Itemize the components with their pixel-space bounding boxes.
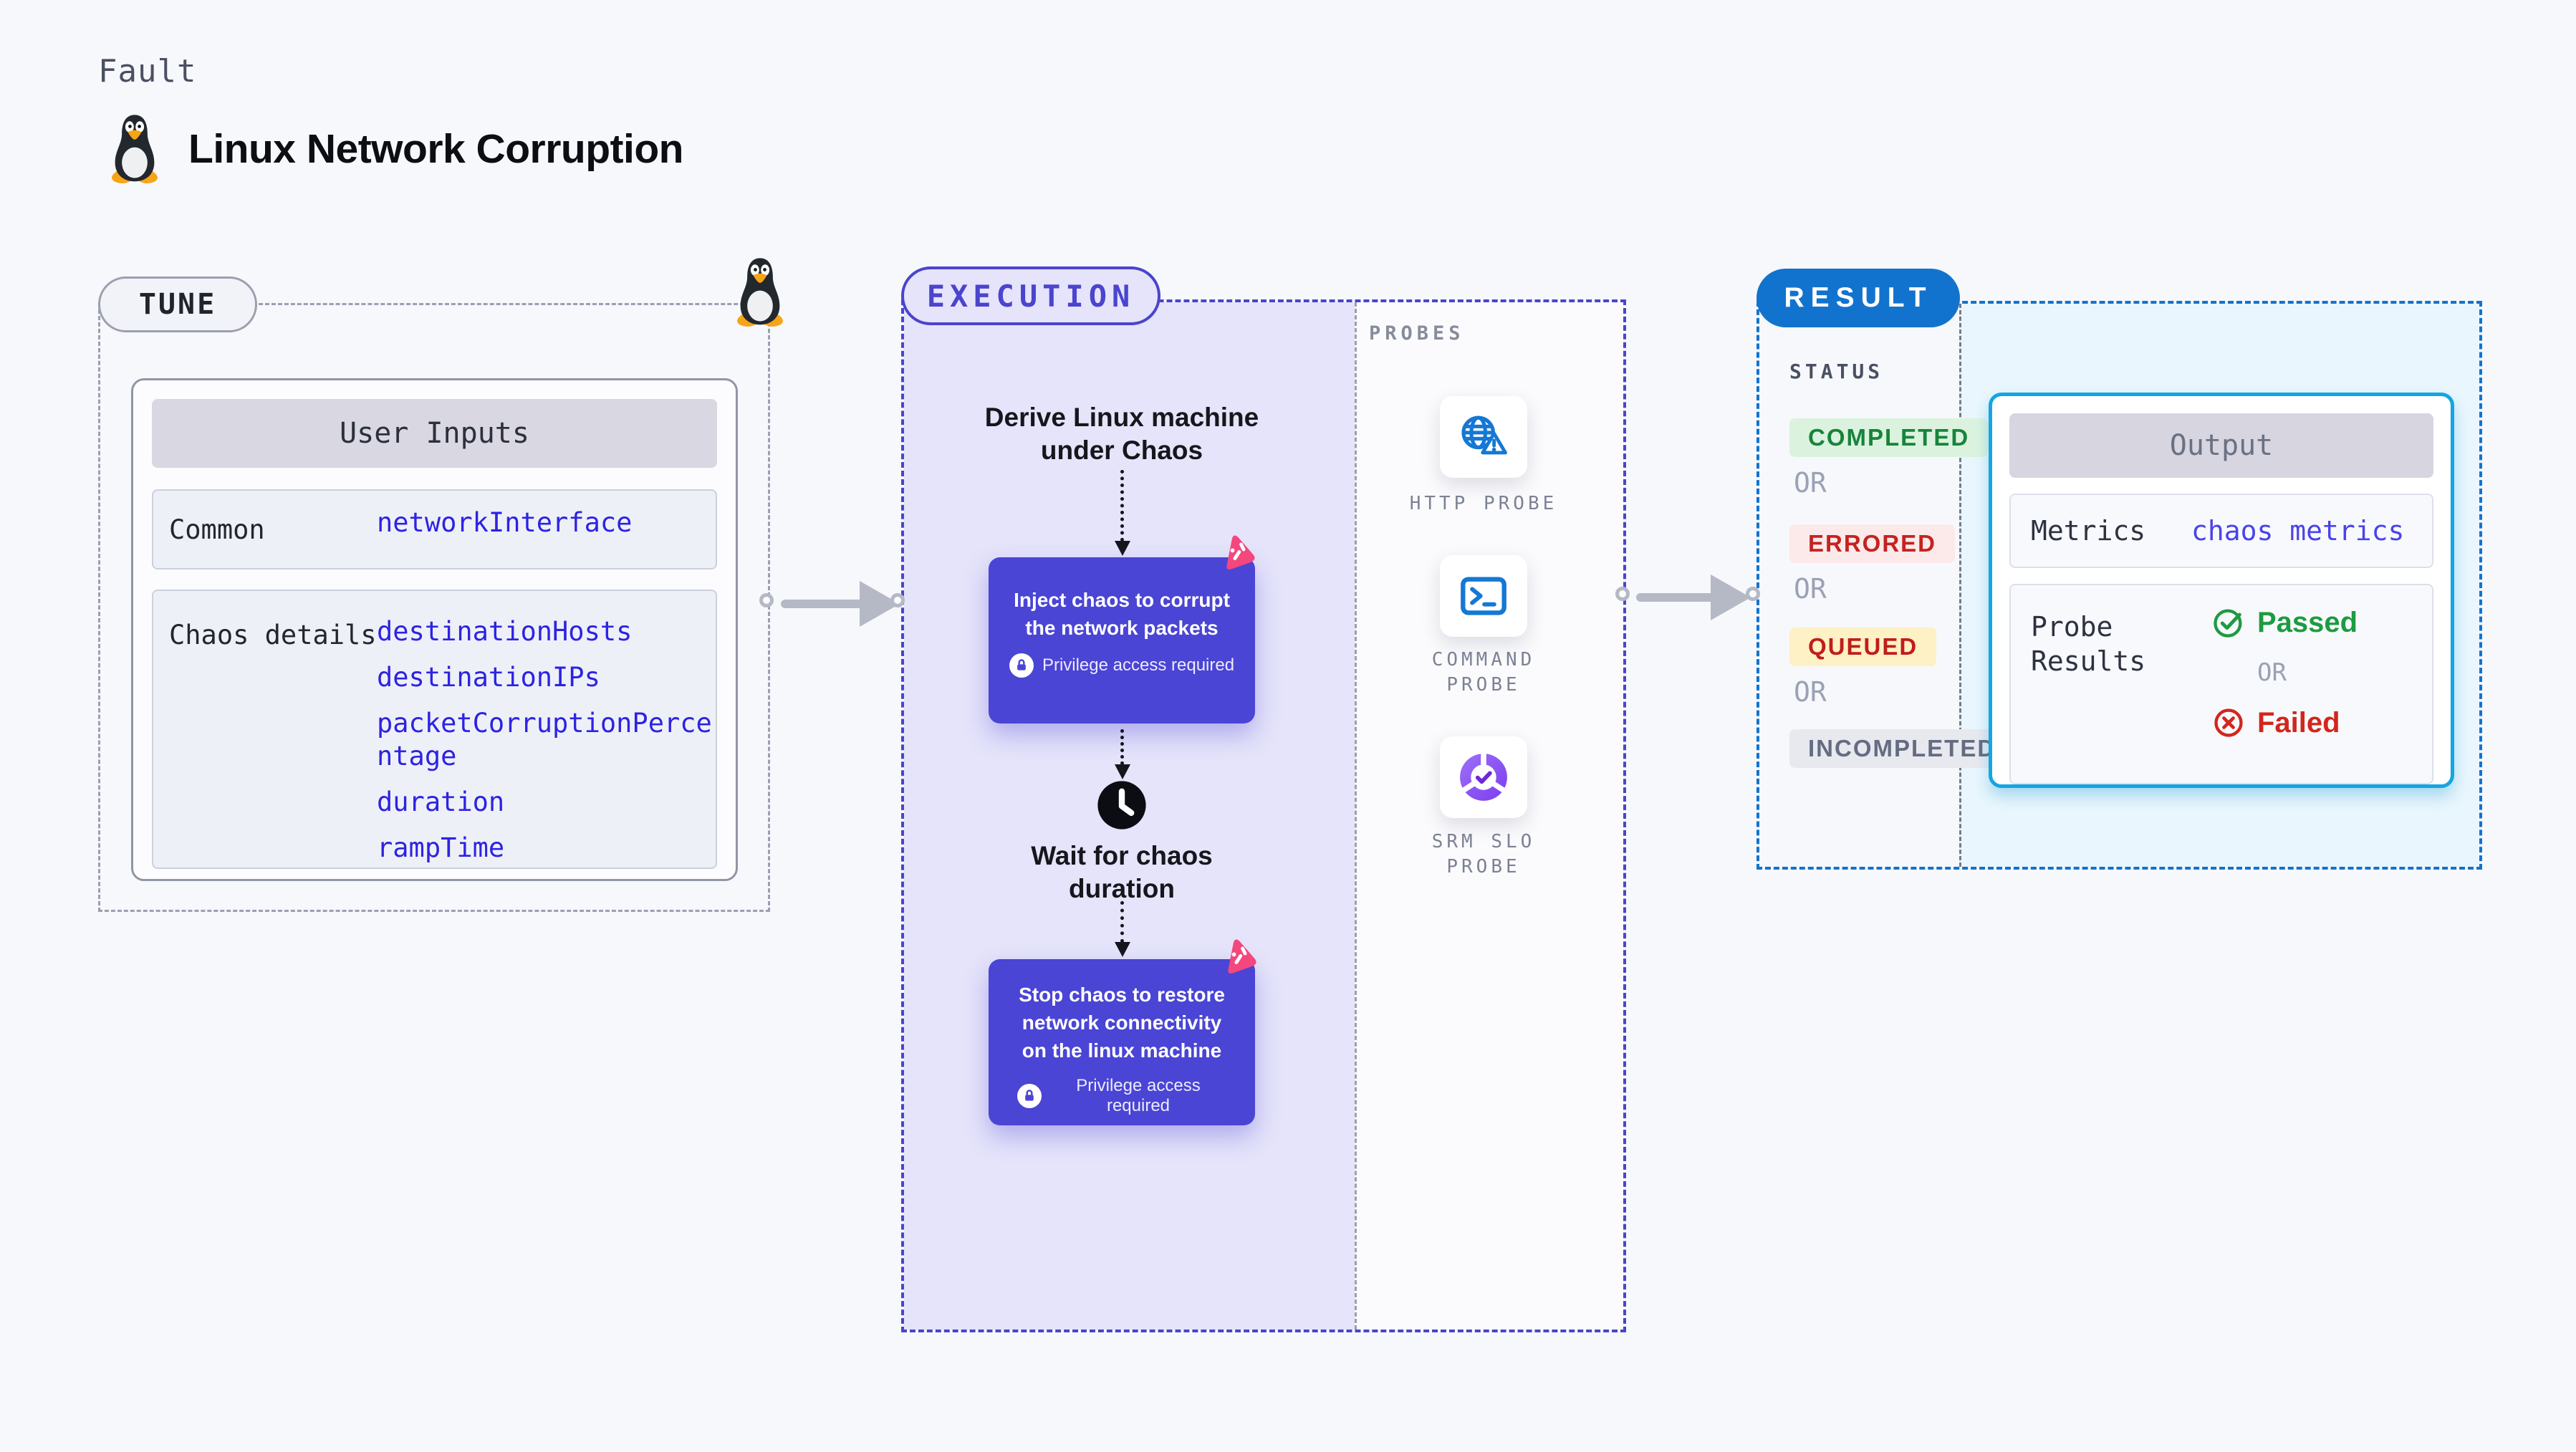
http-probe-card [1440, 396, 1527, 478]
down-arrow-icon [1115, 470, 1130, 556]
linux-tux-icon [736, 258, 784, 327]
output-probe-results-row: Probe Results Passed OR Failed [2009, 584, 2433, 784]
clock-icon [1096, 779, 1148, 831]
input-row-label: Common [169, 514, 265, 545]
privilege-note-row: Privilege access required [1017, 1076, 1226, 1116]
status-title: STATUS [1789, 360, 1884, 383]
pie-check-icon [1460, 752, 1507, 801]
failed-label: Failed [2257, 706, 2340, 739]
step-inject-chaos: Inject chaos to corrupt the network pack… [989, 557, 1255, 723]
input-value: destinationIPs [377, 662, 600, 693]
step-derive-machine: Derive Linux machine under Chaos [984, 403, 1259, 465]
output-metrics-row: Metrics chaos metrics [2009, 494, 2433, 568]
input-row-label: Chaos details [169, 620, 377, 650]
result-pill: RESULT [1756, 269, 1960, 327]
command-probe-label: COMMAND PROBE [1431, 649, 1536, 696]
probe-result-passed: Passed [2211, 605, 2358, 640]
input-value: networkInterface [377, 507, 633, 538]
terminal-icon [1461, 577, 1506, 615]
down-arrow-icon [1115, 729, 1130, 779]
user-inputs-card: User Inputs Common networkInterface Chao… [131, 378, 738, 881]
linux-tux-icon [111, 115, 158, 183]
result-divider [1959, 304, 1961, 867]
down-arrow-icon [1115, 901, 1130, 957]
execution-pill: EXECUTION [901, 266, 1160, 325]
or-label: OR [1794, 676, 1827, 708]
lock-icon [1017, 1084, 1042, 1108]
user-input-row-common: Common networkInterface [152, 489, 717, 569]
passed-label: Passed [2257, 606, 2358, 638]
probe-result-failed: Failed [2211, 706, 2358, 740]
status-badge-completed: COMPLETED [1789, 418, 1989, 457]
or-label: OR [2257, 658, 2287, 687]
metrics-value: chaos metrics [2191, 515, 2405, 547]
execution-probes-divider [1355, 302, 1357, 1330]
flow-arrow-line [781, 600, 865, 608]
input-value: duration [377, 787, 505, 817]
connector-dot [759, 593, 774, 607]
status-badge-incompleted: INCOMPLETED [1789, 729, 2015, 768]
privilege-note: Privilege access required [1042, 655, 1235, 675]
fault-kicker: Fault [98, 53, 197, 90]
globe-warning-icon [1461, 415, 1507, 455]
input-value: packetCorruptionPercentage [377, 708, 712, 771]
probes-title: PROBES [1369, 322, 1465, 345]
check-circle-icon [2214, 609, 2242, 638]
privilege-note-row: Privilege access required [999, 653, 1245, 678]
page-title-row: Linux Network Corruption [104, 113, 683, 185]
or-label: OR [1794, 573, 1827, 605]
lock-icon [1009, 653, 1034, 678]
x-circle-icon [2214, 708, 2243, 737]
flow-arrow-head [1711, 574, 1751, 620]
http-probe-label: HTTP PROBE [1409, 493, 1558, 514]
user-inputs-header: User Inputs [152, 399, 717, 468]
connector-dot [1615, 587, 1630, 601]
srm-slo-probe-card [1440, 736, 1527, 818]
step-stop-chaos: Stop chaos to restore network connectivi… [989, 959, 1255, 1125]
command-probe-card [1440, 555, 1527, 637]
status-badge-errored: ERRORED [1789, 524, 1956, 563]
srm-slo-probe-label: SRM SLO PROBE [1431, 831, 1536, 878]
input-value: destinationHosts [377, 616, 633, 647]
status-badge-queued: QUEUED [1789, 628, 1937, 666]
output-header: Output [2009, 413, 2433, 478]
input-value: rampTime [377, 832, 505, 863]
chaos-pinwheel-icon [1226, 535, 1255, 570]
flow-arrow-line [1636, 593, 1716, 602]
page-title: Linux Network Corruption [188, 126, 683, 172]
privilege-note: Privilege access required [1076, 1076, 1201, 1115]
tune-section [98, 303, 770, 912]
output-card: Output Metrics chaos metrics Probe Resul… [1989, 393, 2454, 788]
metrics-label: Metrics [2031, 515, 2146, 547]
or-label: OR [1794, 467, 1827, 499]
connector-dot [1746, 587, 1760, 601]
step-wait-duration: Wait for chaos duration [1031, 841, 1213, 903]
step-text: Stop chaos to restore network connectivi… [1019, 984, 1225, 1062]
probe-results-label: Probe Results [2031, 611, 2146, 677]
step-text: Inject chaos to corrupt the network pack… [1014, 589, 1230, 639]
chaos-pinwheel-icon [1228, 939, 1256, 974]
user-input-row-chaos-details: Chaos details destinationHosts destinati… [152, 590, 717, 869]
tune-pill: TUNE [98, 277, 257, 332]
connector-dot [890, 593, 905, 607]
